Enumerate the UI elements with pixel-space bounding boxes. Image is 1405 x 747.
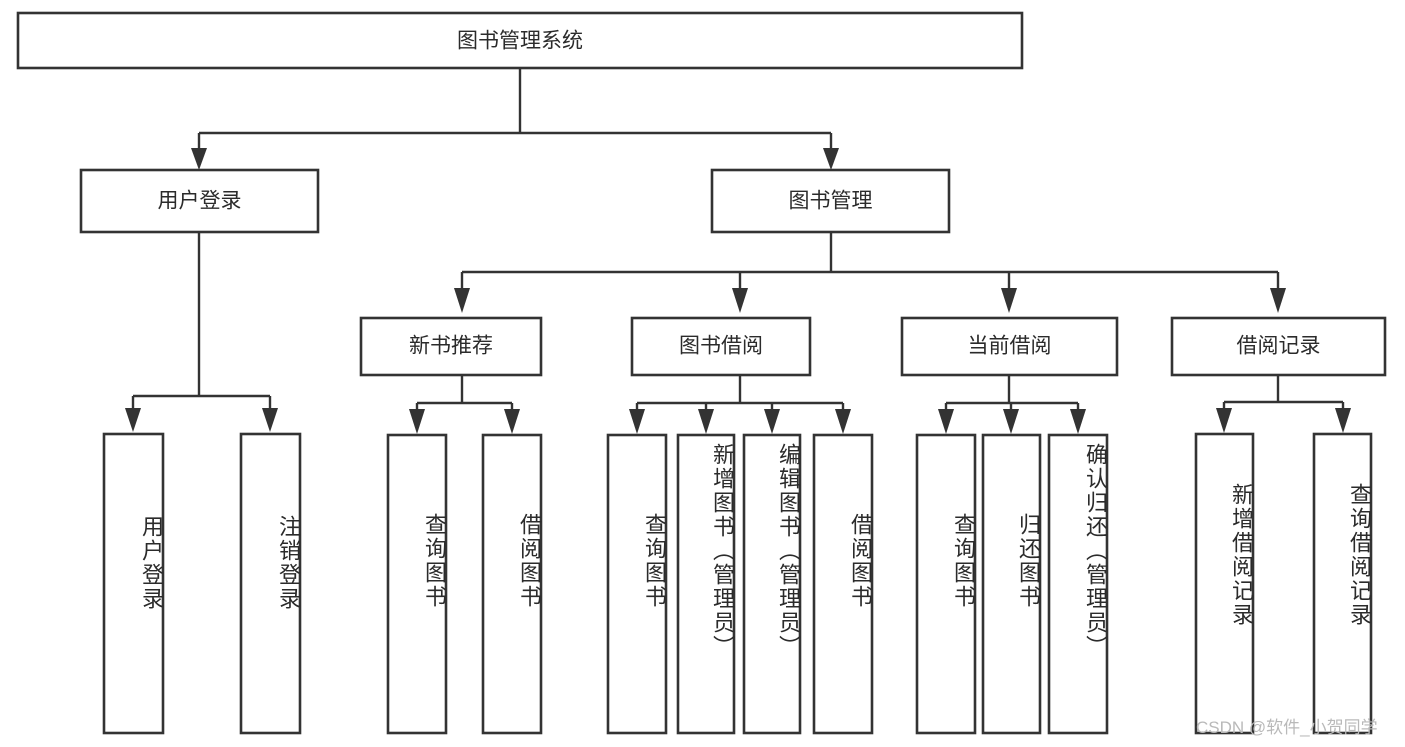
node-new-book-recommend[interactable] [359, 316, 543, 377]
leaf-bb-edit-book[interactable] [742, 433, 802, 735]
node-current-borrow-label: 当前借阅 [968, 335, 1052, 358]
leaf-cb-query-book[interactable] [915, 433, 977, 735]
arrowhead-cb-leaf-1 [938, 409, 954, 434]
arrowhead-bb-leaf-2 [698, 409, 714, 434]
arrowhead-leaf-user-login-2 [262, 408, 278, 432]
leaf-user-login-logout[interactable] [239, 432, 302, 735]
arrowhead-bb-leaf-1 [629, 409, 645, 434]
leaf-cb-confirm-return[interactable] [1047, 433, 1109, 735]
node-book-borrow[interactable] [630, 316, 812, 377]
node-root[interactable] [16, 11, 1024, 70]
leaf-cb-return-book[interactable] [981, 433, 1042, 735]
arrowhead-nbr-leaf-2 [504, 409, 520, 434]
arrowhead-current-borrow [1001, 288, 1017, 313]
leaf-nbr-query-book[interactable] [386, 433, 448, 735]
leaf-nbr-borrow-book[interactable] [481, 433, 543, 735]
leaf-bb-borrow-book[interactable] [812, 433, 874, 735]
leaf-bb-query-book[interactable] [606, 433, 668, 735]
node-book-manage-label: 图书管理 [789, 190, 873, 213]
leaf-br-add-record[interactable] [1194, 432, 1255, 735]
node-user-login-label: 用户登录 [158, 190, 242, 213]
node-new-book-recommend-label: 新书推荐 [409, 335, 493, 358]
arrowhead-book-manage [823, 148, 839, 170]
node-book-borrow-label: 图书借阅 [679, 335, 763, 358]
arrowhead-bb-leaf-4 [835, 409, 851, 434]
arrowhead-br-leaf-2 [1335, 408, 1351, 433]
leaf-bb-add-book[interactable] [676, 433, 736, 735]
node-book-manage[interactable] [710, 168, 951, 234]
node-user-login[interactable] [79, 168, 320, 234]
arrowhead-borrow-record [1270, 288, 1286, 313]
arrowhead-book-borrow [732, 288, 748, 313]
arrowhead-leaf-user-login-1 [125, 408, 141, 432]
arrowhead-new-book [454, 288, 470, 313]
arrowhead-cb-leaf-2 [1003, 409, 1019, 434]
arrowhead-user-login [191, 148, 207, 170]
arrowhead-nbr-leaf-1 [409, 409, 425, 434]
node-borrow-record-label: 借阅记录 [1237, 335, 1321, 358]
arrowhead-br-leaf-1 [1216, 408, 1232, 433]
node-current-borrow[interactable] [900, 316, 1119, 377]
leaf-user-login-user-login[interactable] [102, 432, 165, 735]
node-borrow-record[interactable] [1170, 316, 1387, 377]
watermark-text: CSDN @软件_小贺同学 [1196, 718, 1378, 737]
leaf-br-query-record[interactable] [1312, 432, 1373, 735]
node-root-label: 图书管理系统 [457, 30, 583, 53]
arrowhead-bb-leaf-3 [764, 409, 780, 434]
arrowhead-cb-leaf-3 [1070, 409, 1086, 434]
